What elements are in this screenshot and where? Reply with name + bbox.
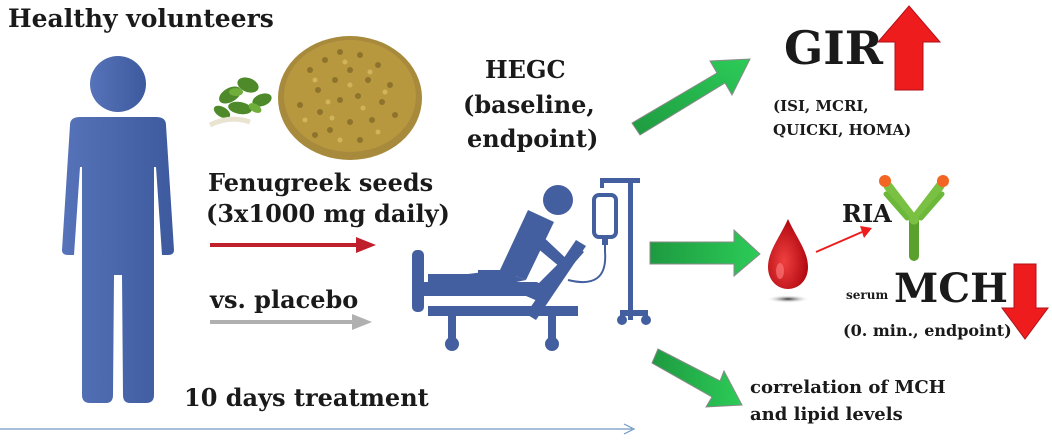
- gir-arrow: [631, 58, 751, 136]
- mch-label: MCH: [894, 265, 1008, 312]
- dose-label: (3x1000 mg daily): [206, 199, 450, 228]
- down-arrow-icon: [1001, 263, 1049, 340]
- person-icon: [62, 56, 174, 403]
- hegc-endpoint-label: endpoint): [467, 124, 599, 153]
- hegc-label: HEGC: [485, 55, 566, 84]
- blood-drop-icon: [766, 219, 810, 303]
- gir-label: GIR: [784, 21, 884, 75]
- up-arrow-icon: [876, 5, 942, 91]
- hegc-baseline-label: (baseline,: [463, 90, 595, 119]
- treatment-arrow: [210, 237, 376, 253]
- antibody-icon: [879, 175, 949, 261]
- blood-arrow: [649, 228, 761, 278]
- mch-prefix: serum: [846, 288, 889, 302]
- fenugreek-seeds-image: [208, 36, 422, 160]
- treatment-label: Fenugreek seeds: [208, 168, 434, 197]
- placebo-arrow: [210, 314, 372, 330]
- gir-indices-line2: QUICKI, HOMA): [773, 121, 912, 139]
- hospital-bed-icon: [412, 178, 651, 351]
- mch-timing: (0. min., endpoint): [843, 321, 1012, 340]
- duration-label: 10 days treatment: [184, 383, 429, 412]
- correlation-line2: and lipid levels: [750, 404, 903, 425]
- ria-arrow: [815, 226, 872, 253]
- timeline-arrow: [0, 423, 636, 435]
- ria-label: RIA: [842, 199, 892, 228]
- correlation-arrow: [651, 348, 743, 408]
- correlation-line1: correlation of MCH: [750, 377, 946, 398]
- placebo-label: vs. placebo: [210, 285, 359, 314]
- title: Healthy volunteers: [8, 4, 274, 33]
- gir-indices-line1: (ISI, MCRI,: [773, 97, 869, 115]
